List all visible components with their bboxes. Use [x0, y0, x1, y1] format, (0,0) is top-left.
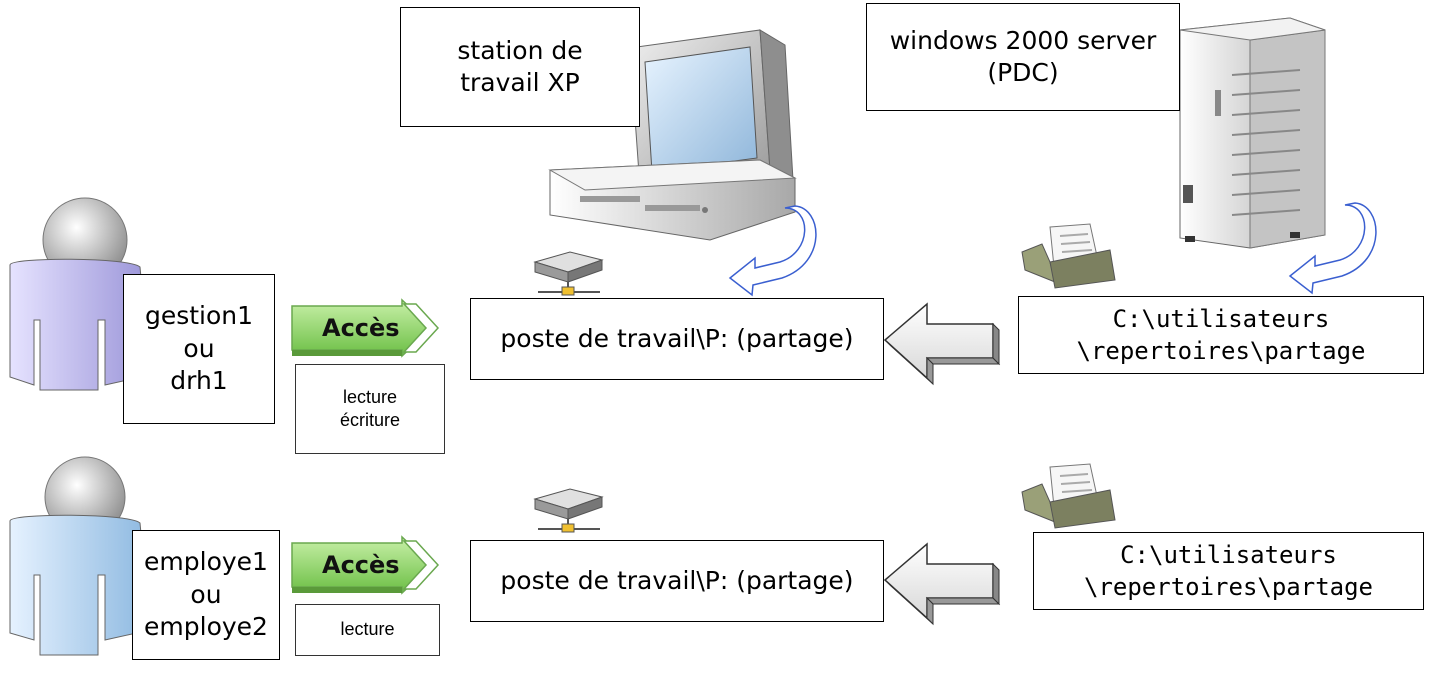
user-icon [9, 456, 151, 656]
user-or: ou [190, 579, 222, 609]
mapping-arrow-icon [883, 302, 1001, 386]
network-drive-icon [533, 488, 604, 533]
server-label: windows 2000 server (PDC) [866, 3, 1180, 111]
user-name: employe2 [144, 612, 268, 642]
access-arrow-icon [291, 535, 440, 595]
path-line1: C:\utilisateurs [1112, 304, 1330, 333]
right-read: lecture [340, 619, 395, 640]
shared-folder-icon [1021, 223, 1116, 289]
user-name: gestion1 [144, 301, 254, 331]
path-line1: C:\utilisateurs [1120, 540, 1337, 569]
rights-box: lecture écriture [295, 364, 445, 454]
user-name: drh1 [170, 366, 228, 396]
share-drive-box: poste de travail\P: (partage) [470, 540, 884, 622]
workstation-label-line2: travail XP [460, 68, 580, 97]
server-label-line2: (PDC) [987, 58, 1059, 87]
mapping-arrow-icon [883, 542, 1001, 626]
access-arrow-icon [291, 298, 440, 358]
access-label: Accès [322, 314, 400, 342]
user-icon [9, 197, 151, 391]
workstation-label-line1: station de [457, 35, 583, 65]
path-line2: \repertoires\partage [1076, 337, 1366, 365]
share-path-box: C:\utilisateurs \repertoires\partage [1018, 296, 1424, 374]
right-write: écriture [339, 410, 401, 430]
rights-box: lecture [295, 604, 440, 656]
right-read: lecture [342, 386, 398, 407]
user-or: ou [183, 333, 215, 363]
workstation-label: station de travail XP [400, 7, 640, 127]
share-path-box: C:\utilisateurs \repertoires\partage [1033, 532, 1424, 610]
share-drive-box: poste de travail\P: (partage) [470, 298, 884, 380]
network-drive-icon [533, 251, 604, 296]
access-label: Accès [322, 551, 400, 579]
server-label-line1: windows 2000 server [889, 25, 1157, 55]
user-name: employe1 [144, 547, 268, 577]
shared-folder-icon [1021, 463, 1116, 529]
path-line2: \repertoires\partage [1084, 573, 1373, 601]
